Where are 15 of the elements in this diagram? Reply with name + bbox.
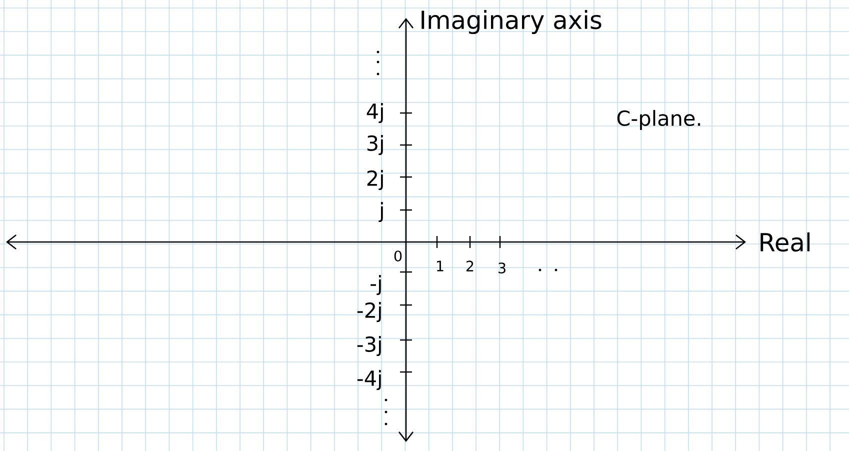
- tick-label: -j: [370, 274, 381, 296]
- tick-label: 3: [498, 262, 506, 274]
- tick-label: -4j: [357, 370, 381, 390]
- tick-label: -2j: [357, 302, 381, 322]
- plane-label: C-plane.: [617, 110, 700, 130]
- tick-label: 2j: [367, 170, 383, 190]
- tick-label: 0: [394, 250, 402, 262]
- tick-label: 2: [466, 260, 474, 272]
- tick-label: 3j: [367, 134, 383, 156]
- axis-title: Real: [760, 232, 810, 252]
- tick-label: 4j: [366, 102, 383, 124]
- axis-title: Imaginary axis: [422, 10, 602, 34]
- tick-label: j: [378, 202, 383, 222]
- tick-label: 1: [437, 260, 444, 272]
- tick-label: -3j: [357, 336, 381, 356]
